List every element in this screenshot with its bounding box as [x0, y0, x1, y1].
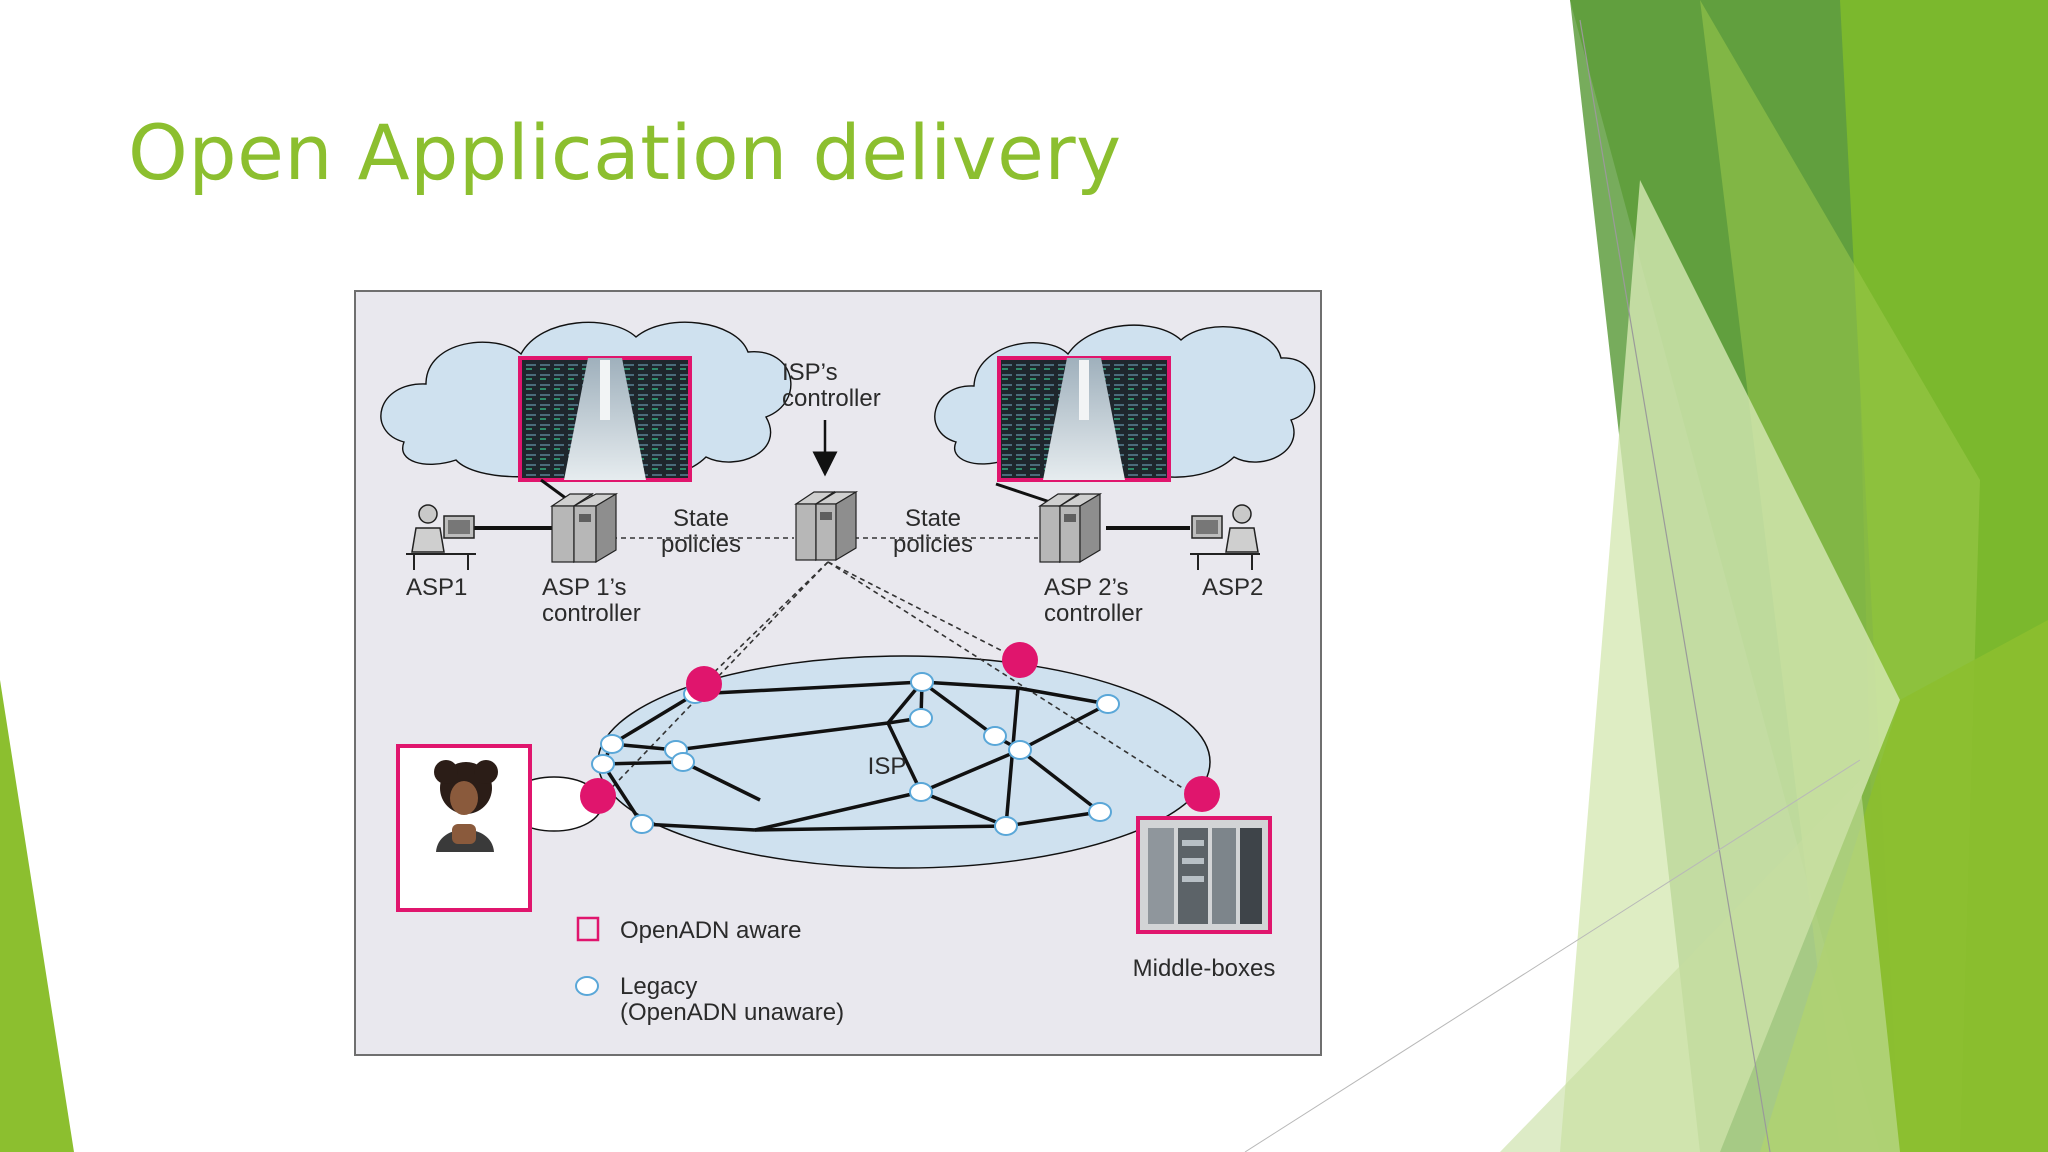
asp1-user-icon: [406, 504, 476, 570]
legacy-node: [994, 816, 1018, 836]
openadn-node: [1184, 776, 1220, 812]
legacy-nodes: [591, 672, 1120, 836]
openadn-node: [686, 666, 722, 702]
legacy-node: [1008, 740, 1032, 760]
asp2-label: ASP2: [1202, 574, 1263, 601]
isp-control-link: [703, 561, 829, 683]
legacy-node: [630, 814, 654, 834]
left-green-shard: [0, 680, 74, 1152]
asp2-controller-link: [995, 482, 1057, 506]
right-bottom-light-shard: [1500, 780, 1900, 1152]
asp1-controller-label-line1: ASP 1’s: [542, 574, 627, 601]
legacy-node: [1096, 694, 1120, 714]
legend-legacy-label-line1: Legacy: [620, 973, 697, 1000]
isp-control-link: [827, 561, 1021, 661]
openadn-diagram: ISP’s controller State policies State po…: [354, 290, 1322, 1056]
middle-boxes-label: Middle-boxes: [1133, 955, 1276, 982]
asp2-user-icon: [1190, 504, 1260, 570]
isp-controller-label-line1: ISP’s: [782, 359, 838, 386]
state-policies-right-line2: policies: [893, 531, 973, 558]
isp-links: [513, 680, 1109, 832]
legend-legacy-label-line2: (OpenADN unaware): [620, 999, 844, 1026]
asp2-datacenter-photo: [997, 356, 1171, 482]
deco-line-1: [1579, 19, 1771, 1152]
state-policies-left-line2: policies: [661, 531, 741, 558]
legacy-node: [1088, 802, 1112, 822]
asp2-controller-label-line1: ASP 2’s: [1044, 574, 1129, 601]
legacy-node: [910, 672, 934, 692]
asp2-controller-label-line2: controller: [1044, 600, 1143, 627]
legend-openadn-aware-icon: [576, 916, 600, 942]
legacy-node: [591, 754, 615, 774]
openadn-node: [580, 778, 616, 814]
openadn-node: [1002, 642, 1038, 678]
state-policies-right-line1: State: [905, 505, 961, 532]
user-photo: [396, 744, 532, 912]
legacy-node: [909, 708, 933, 728]
diagram-canvas: ISP’s controller State policies State po…: [380, 321, 1316, 1026]
asp2-controller-server: [1038, 492, 1103, 564]
deco-line-2: [1244, 759, 1861, 1152]
state-policies-left-line1: State: [673, 505, 729, 532]
legacy-node: [983, 726, 1007, 746]
isp-controller-server: [794, 490, 859, 562]
asp1-controller-server: [550, 492, 619, 564]
asp1-controller-label-line2: controller: [542, 600, 641, 627]
middle-boxes-photo: [1136, 816, 1272, 934]
legacy-node: [909, 782, 933, 802]
slide-title: Open Application delivery: [128, 108, 1122, 197]
legacy-node: [600, 734, 624, 754]
isp-controller-label-line2: controller: [782, 385, 881, 412]
legend-legacy-icon: [575, 976, 599, 996]
asp1-label: ASP1: [406, 574, 467, 601]
openadn-aware-nodes: [580, 642, 1220, 814]
legacy-node: [671, 752, 695, 772]
asp1-datacenter-photo: [518, 356, 692, 482]
isp-label: ISP: [868, 753, 907, 780]
legend-openadn-aware-label: OpenADN aware: [620, 917, 801, 944]
